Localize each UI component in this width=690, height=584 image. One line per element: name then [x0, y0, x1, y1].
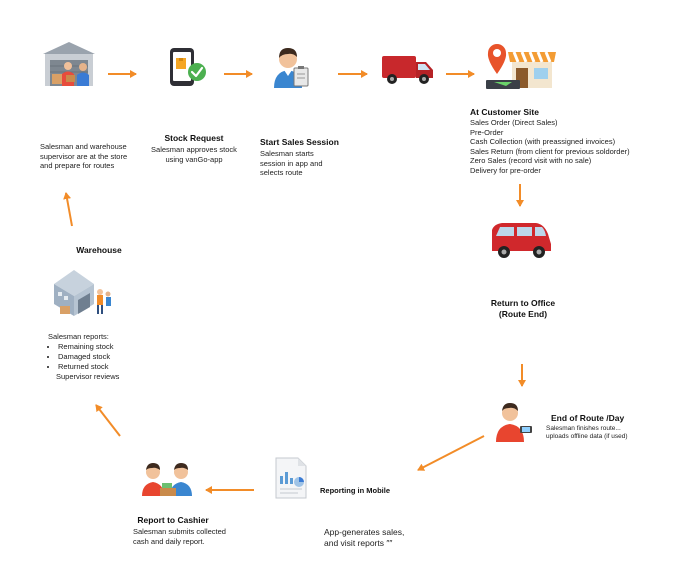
salesman-clipboard-icon: [266, 42, 314, 90]
delivery-van-icon: [380, 52, 436, 86]
warehouse-list: Remaining stock Damaged stock Returned s…: [48, 342, 158, 372]
return-office-title-2: (Route End): [498, 309, 548, 319]
return-office-title-1: Return to Office: [490, 298, 556, 308]
customer-site-item: Zero Sales (record visit with no sale): [470, 156, 592, 165]
shop-map-pin-icon: [484, 42, 556, 92]
reporting-title: Reporting in Mobile: [320, 486, 390, 495]
warehouse-list-item: Damaged stock: [58, 352, 158, 362]
warehouse-list-item: Returned stock: [58, 362, 158, 372]
end-route-title: End of Route /Day: [551, 413, 625, 423]
arrow-9: [95, 404, 121, 437]
stock-request-title: Stock Request: [164, 133, 224, 143]
end-route-line-1: Salesman finishes route...: [546, 425, 621, 432]
arrow-7: [417, 435, 485, 471]
stock-request-text: Salesman approves stock using vanGo-app: [151, 145, 237, 164]
cashier-title: Report to Cashier: [137, 515, 209, 525]
start-session-title: Start Sales Session: [260, 137, 339, 147]
warehouse-list-item: Remaining stock: [58, 342, 158, 352]
cashier-exchange-icon: [140, 456, 196, 496]
warehouse-report-block: Salesman reports: Remaining stock Damage…: [48, 332, 158, 381]
customer-site-item: Delivery for pre-order: [470, 165, 541, 175]
cashier-text: Salesman submits collected cash and dail…: [133, 527, 226, 546]
warehouse-intro: Salesman reports:: [48, 332, 109, 341]
end-route-line-2: uploads offline data (if used): [546, 433, 628, 440]
report-document-icon: [272, 456, 312, 500]
customer-site-item: Sales Order (Direct Sales): [470, 118, 558, 127]
reporting-note-line-1: App-generates sales,: [324, 527, 405, 537]
end-route-text: Salesman finishes route... uploads offli…: [546, 425, 656, 441]
customer-site-item: Sales Return (from client for previous s…: [470, 146, 630, 156]
warehouse-extra: Supervisor reviews: [56, 371, 120, 381]
salesman-phone-icon: [492, 398, 538, 442]
customer-site-title: At Customer Site: [470, 107, 539, 117]
phone-check-icon: [168, 46, 210, 88]
warehouse-title: Warehouse: [76, 245, 122, 255]
customer-site-list: Sales Order (Direct Sales) Pre-Order Cas…: [470, 118, 640, 175]
red-van-icon: [488, 218, 554, 260]
reporting-note: App-generates sales, and visit reports ″…: [324, 527, 434, 549]
warehouse-building-icon: [48, 266, 112, 320]
arrow-10: [63, 192, 73, 227]
customer-site-item: Pre-Order: [470, 127, 504, 137]
warehouse-people-icon: [40, 40, 98, 90]
start-session-text: Salesman starts session in app and selec…: [260, 149, 323, 177]
customer-site-item: Cash Collection (with preassigned invoic…: [470, 137, 616, 146]
prepare-text: Salesman and warehouse supervisor are at…: [40, 142, 128, 170]
reporting-note-line-2: and visit reports ″″: [324, 538, 393, 548]
